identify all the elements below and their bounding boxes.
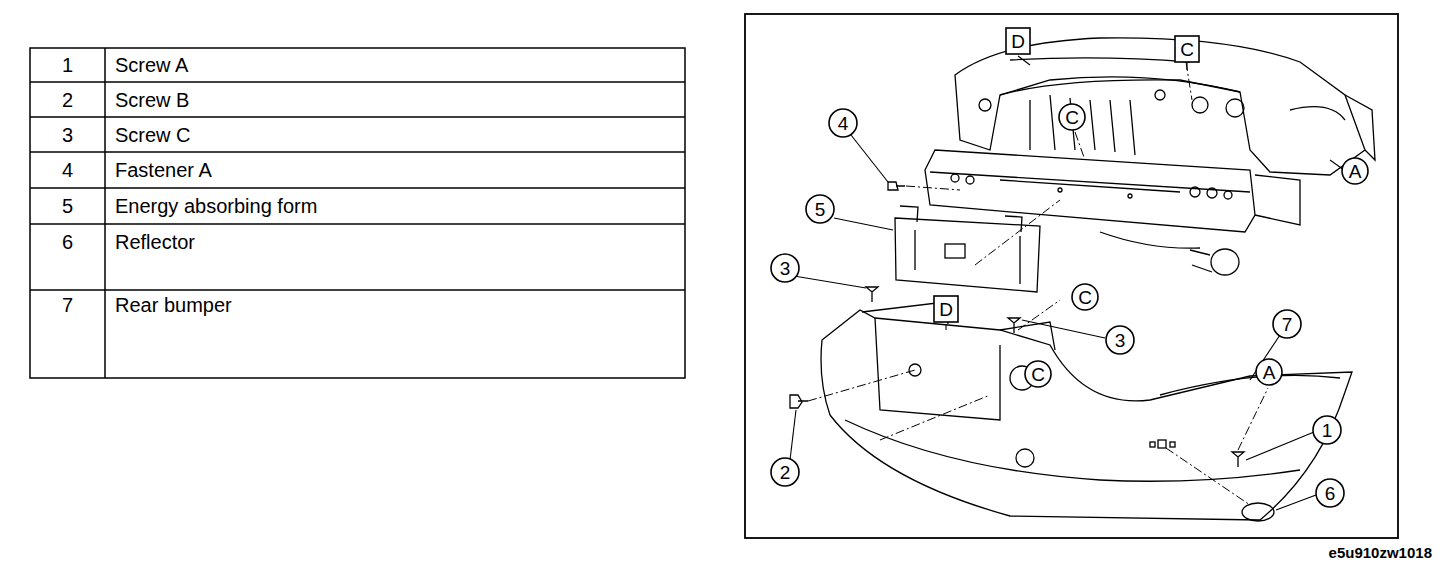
table-cell: Rear bumper: [115, 295, 232, 315]
table-cell: Screw C: [115, 125, 191, 145]
table-cell: 2: [62, 90, 73, 110]
callout-letter: C: [1180, 40, 1194, 59]
table-border: [30, 48, 685, 378]
table-cell: Screw A: [115, 55, 188, 75]
callout-letter: A: [1349, 162, 1362, 181]
table-cell: Fastener A: [115, 160, 212, 180]
table-cell: 5: [62, 196, 73, 216]
rear-bumper: [790, 182, 1352, 521]
reflector: [1242, 503, 1274, 521]
alignment-lines: [808, 62, 1268, 505]
callout-number: 7: [1282, 315, 1293, 334]
table-cell: 6: [62, 232, 73, 252]
table-cell: Reflector: [115, 232, 195, 252]
table-cell: Energy absorbing form: [115, 196, 317, 216]
vehicle-body: [895, 38, 1375, 292]
table-cell: 3: [62, 125, 73, 145]
callout-letter: C: [1065, 108, 1079, 127]
callout-number: 2: [780, 463, 791, 482]
callout-frames: [771, 28, 1368, 507]
table-cell: 7: [62, 295, 73, 315]
callout-letter: A: [1263, 363, 1276, 382]
figure-code: e5u910zw1018: [1329, 545, 1432, 560]
callout-letter: C: [1031, 365, 1045, 384]
callout-number: 5: [815, 200, 826, 219]
callout-number: 1: [1322, 421, 1333, 440]
table-cell: 4: [62, 160, 73, 180]
callout-letter: D: [1011, 32, 1025, 51]
callout-number: 6: [1325, 484, 1336, 503]
callout-letter: C: [1078, 288, 1092, 307]
callout-number: 4: [838, 114, 849, 133]
table-cell: Screw B: [115, 90, 189, 110]
callout-letter: D: [939, 300, 953, 319]
callout-number: 3: [780, 259, 791, 278]
leader-lines: [790, 56, 1344, 510]
energy-absorber: [895, 218, 1040, 292]
table-cell: 1: [62, 55, 73, 75]
callout-number: 3: [1115, 331, 1126, 350]
